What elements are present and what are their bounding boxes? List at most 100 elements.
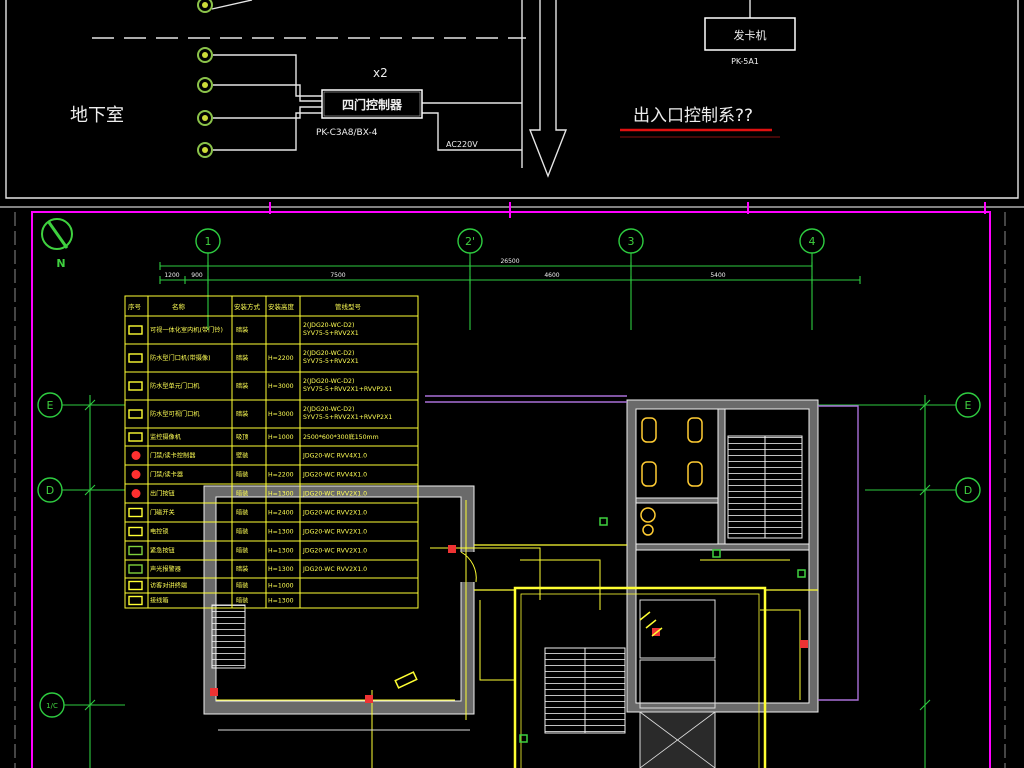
controller-multiplier: x2 [373,66,388,80]
core-partition [717,408,726,550]
legend-item-mount: 暗装 [236,582,248,590]
axis-lines [207,253,813,330]
dimension-segment: 4600 [544,272,559,279]
legend-item-mount: 暗装 [236,354,248,362]
plan-devices [210,517,808,743]
legend-item-cable: JDG20-WC RVV2X1.0 [302,529,367,536]
door-device-icon [197,110,213,126]
video-indoor-unit-icon [128,325,143,335]
axis-label-1: 1 [205,235,212,248]
legend-item-height: H=1300 [268,598,294,605]
legend-item-cable: JDG20-WC RVV2X1.0 [302,566,367,573]
equipment-room [639,599,716,659]
legend-item-mount: 暗装 [236,410,248,418]
door-device-icon [197,77,213,93]
axis-label-2: 2' [465,235,475,248]
legend-item-cable: JDG20-WC RVV4X1.0 [302,472,367,479]
legend-item-height: H=3000 [268,383,294,390]
door-device-icon [197,47,213,63]
legend-item-height: H=1000 [268,434,294,441]
legend-item-name: 监控摄像机 [150,433,182,441]
emergency-button-icon [128,545,143,556]
card-issuer-label: 发卡机 [734,28,767,42]
controller-model: PK-C3A8/BX-4 [316,128,378,138]
dimension-segment: 7500 [330,272,345,279]
legend-rows: 可视一体化室内机(带门铃)暗装2(JDG20-WC-D2)SYV75-5+RVV… [125,322,418,609]
legend-item-height: H=1000 [268,583,294,590]
cctv-camera-icon [128,432,143,442]
legend-item-mount: 暗装 [236,471,248,479]
dimension-segment: 1200 [164,272,179,279]
drawing-border [31,211,991,768]
legend-item-mount: 暗装 [236,565,248,573]
axis-label-4: 4 [809,235,816,248]
building-walls [203,399,819,768]
legend-header-height: 安装高度 [268,302,295,311]
north-label: N [56,257,65,270]
core-partition [635,497,719,504]
legend-item-height: H=1300 [268,566,294,573]
legend-item-height: H=2400 [268,510,294,517]
legend-item-cable: SYV75-5+RVV2X1 [303,330,359,337]
unit-door-station-icon [128,381,143,391]
axis-label-d: D [964,484,972,497]
legend-item-cable: JDG20-WC RVV2X1.0 [302,510,367,517]
legend-item-height: H=1300 [268,491,294,498]
legend-header-name: 名称 [172,302,186,311]
door-device-icon [197,0,213,13]
floor-plan: N 1 2' 3 4 26500 1200 900 7500 4600 5400… [0,202,1024,768]
access-reader-icon [448,545,456,553]
lock-icon [639,611,663,637]
system-title: 出入口控制系?? [633,106,753,126]
card-issuer-model: PK-5A1 [731,57,759,66]
legend-item-mount: 暗装 [236,509,248,517]
axis-bubbles-top: 1 2' 3 4 [195,228,825,330]
legend-item-height: H=2200 [268,355,294,362]
dimension-segment: 5400 [710,272,725,279]
video-door-station-icon [128,409,143,419]
door-swing [460,551,477,583]
legend-item-name: 可视一体化室内机(带门铃) [150,326,223,334]
riser-diagram: 地下室 x2 四门控制器 PK-C3A8/BX-4 AC220V 发卡机 PK-… [5,0,1019,199]
power-supply-label: AC220V [446,140,478,149]
dimension-overall: 26500 [500,258,519,265]
legend-item-cable: 2(JDG20-WC-D2) [303,350,354,357]
core-partition [635,543,810,551]
conduit-routes [216,395,859,768]
legend-item-cable: SYV75-5+RVV2X1+RVVP2X1 [303,414,392,421]
legend-item-height: H=2200 [268,472,294,479]
outer-margin-lines [14,212,1006,768]
legend-item-cable: JDG20-WC RVV2X1.0 [302,548,367,555]
legend-item-name: 防水型可视门口机 [150,410,200,418]
legend-item-height: H=1300 [268,529,294,536]
legend-item-mount: 暗装 [236,382,248,390]
legend-header-index: 序号 [128,302,142,311]
legend-item-cable: 2(JDG20-WC-D2) [303,378,354,385]
alarm-sounder-icon [128,564,143,574]
legend-item-name: 出门按钮 [150,490,175,498]
access-reader-icon [800,640,808,648]
legend-item-height: H=1300 [268,548,294,555]
legend-item-cable: JDG20-WC RVV4X1.0 [302,453,367,460]
toilet-fixtures [640,417,703,536]
legend-item-cable: SYV75-5+RVV2X1+RVVP2X1 [303,386,392,393]
axis-label-1c: 1/C [46,702,58,710]
legend-row: 可视一体化室内机(带门铃)暗装2(JDG20-WC-D2)SYV75-5+RVV… [125,322,418,345]
legend-item-mount: 暗装 [236,597,248,605]
legend-item-cable: JDG20-WC RVV2X1.0 [302,491,367,498]
legend-item-height: H=3000 [268,411,294,418]
left-stair [211,604,246,669]
legend-header-cable: 管线型号 [335,302,362,311]
axis-label-e: E [965,399,972,412]
